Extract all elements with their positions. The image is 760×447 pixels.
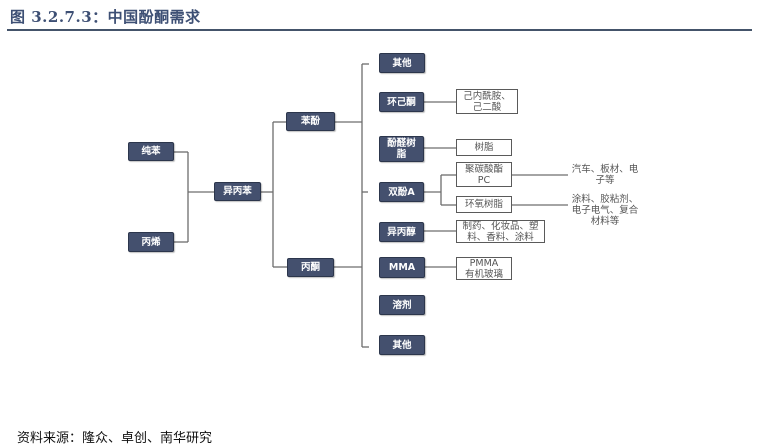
note-epoxy-end-use: 涂料、胶粘剂、 电子电气、复合 材料等 xyxy=(571,194,639,227)
node-other-bottom: 其他 xyxy=(379,335,425,355)
node-benzene: 纯苯 xyxy=(128,142,174,161)
node-isopropanol: 异丙醇 xyxy=(379,222,424,242)
node-acetone: 丙酮 xyxy=(287,258,334,277)
node-cyclohexanone: 环己酮 xyxy=(379,92,424,112)
node-other-top: 其他 xyxy=(379,53,425,73)
node-mma: MMA xyxy=(379,257,425,278)
leaf-pmma: PMMA 有机玻璃 xyxy=(456,257,512,280)
title-divider xyxy=(7,29,752,31)
node-cumene: 异丙苯 xyxy=(214,182,261,201)
leaf-isopropanol-use: 制药、化妆品、塑 料、香料、涂料 xyxy=(456,220,545,243)
leaf-epoxy-resin: 环氧树脂 xyxy=(456,196,512,213)
note-pc-end-use: 汽车、板材、电 子等 xyxy=(571,164,639,186)
node-phenolic-resin: 酚醛树脂 xyxy=(379,136,424,162)
source-note: 资料来源：隆众、卓创、南华研究 xyxy=(17,431,213,446)
leaf-resin: 树脂 xyxy=(456,139,512,156)
node-bisphenol-a: 双酚A xyxy=(379,182,424,202)
figure-title: 图 3.2.7.3：中国酚酮需求 xyxy=(10,8,201,26)
node-phenol: 苯酚 xyxy=(286,112,335,131)
leaf-cyclohexanone-use: 己内酰胺、 己二酸 xyxy=(456,89,518,114)
node-propylene: 丙烯 xyxy=(128,232,174,252)
leaf-polycarbonate: 聚碳酸酯 PC xyxy=(456,162,512,187)
node-solvent: 溶剂 xyxy=(379,295,425,315)
